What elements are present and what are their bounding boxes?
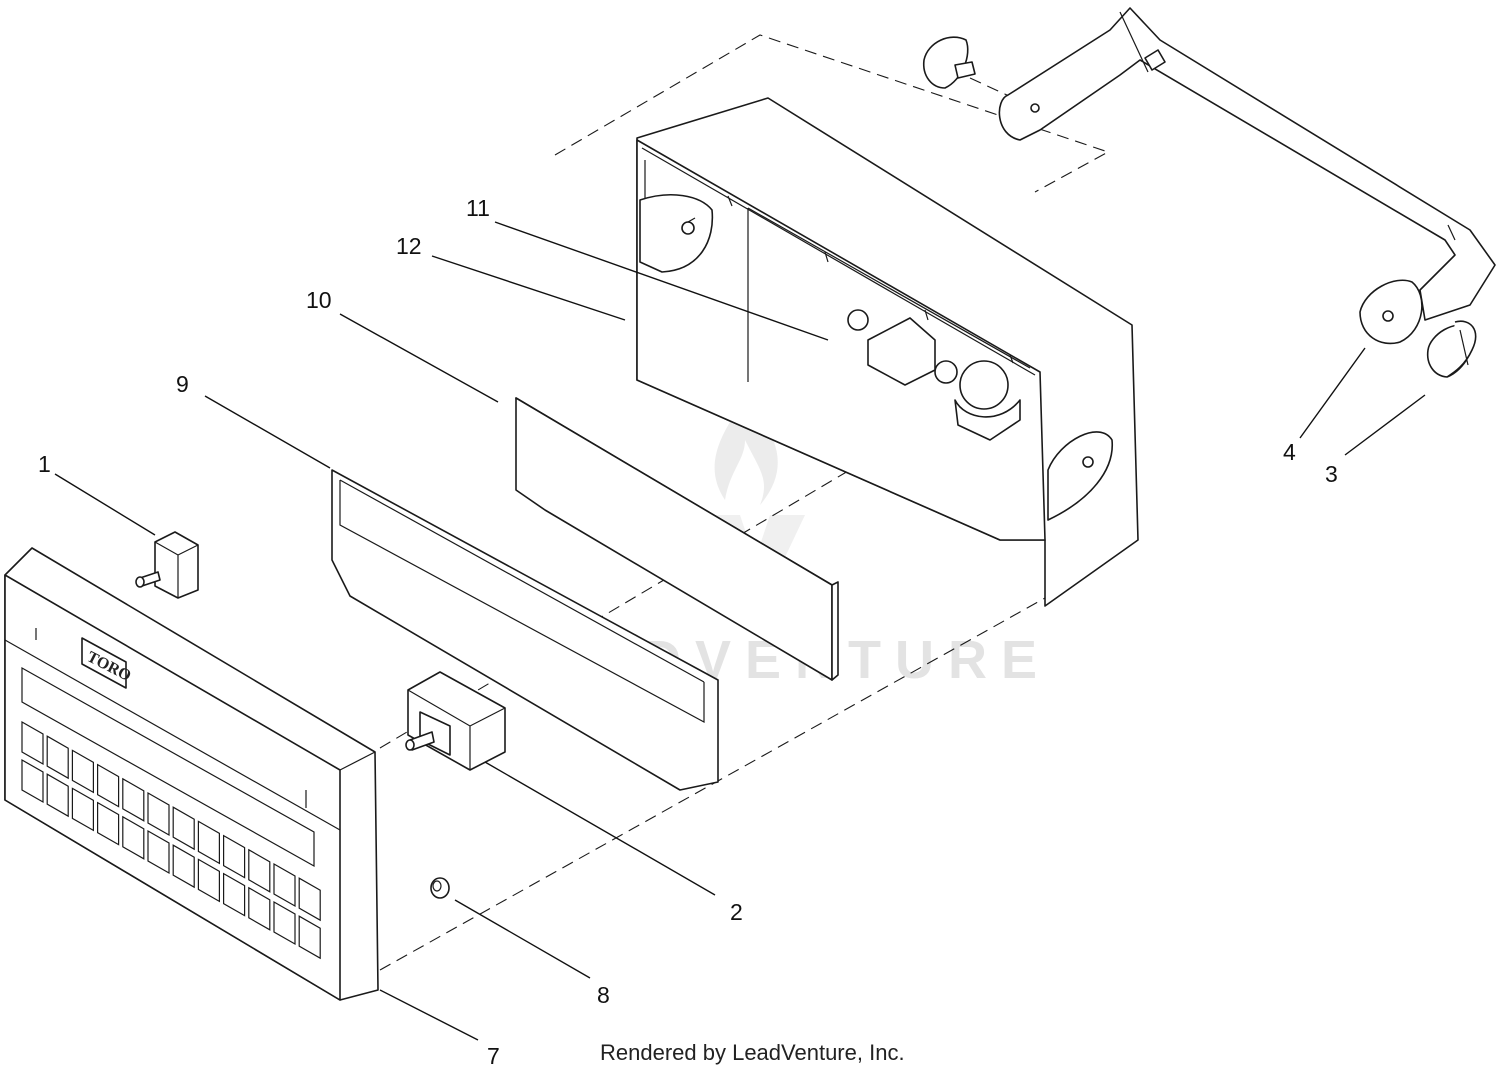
grille-cell bbox=[46, 735, 69, 780]
switch-2 bbox=[405, 671, 506, 771]
callout-2: 2 bbox=[730, 899, 743, 925]
grille-cell bbox=[97, 763, 120, 808]
grille-cell bbox=[21, 720, 44, 766]
grille-cell bbox=[248, 886, 271, 931]
switch-1 bbox=[135, 531, 199, 599]
grille-cell bbox=[223, 834, 246, 879]
grille-cell bbox=[223, 872, 246, 917]
grille-cell bbox=[197, 820, 220, 865]
grille-cell bbox=[147, 791, 170, 837]
grille-cell bbox=[273, 862, 296, 908]
grille-cell bbox=[298, 915, 321, 960]
grille-cell bbox=[147, 829, 170, 875]
grille-cell bbox=[172, 806, 195, 851]
callout-12: 12 bbox=[396, 233, 422, 259]
grommet-8 bbox=[430, 877, 450, 899]
callout-3: 3 bbox=[1325, 461, 1338, 487]
lens-panel bbox=[331, 469, 719, 791]
grille-cell bbox=[273, 900, 296, 946]
knob-top bbox=[922, 36, 976, 89]
callout-7: 7 bbox=[487, 1043, 500, 1069]
callout-9: 9 bbox=[176, 371, 189, 397]
footer-credit: Rendered by LeadVenture, Inc. bbox=[600, 1040, 905, 1065]
callouts: 1 2 3 4 7 8 9 10 11 12 bbox=[38, 195, 1338, 1069]
grille-cell bbox=[197, 858, 220, 903]
gasket-plate bbox=[515, 397, 839, 681]
grille-cell bbox=[172, 844, 195, 889]
grille-cell bbox=[122, 777, 145, 822]
grille-cell bbox=[97, 801, 120, 846]
grille-cell bbox=[71, 787, 94, 832]
grille-cell bbox=[21, 758, 44, 804]
grille-cell bbox=[298, 877, 321, 922]
callout-10: 10 bbox=[306, 287, 332, 313]
bezel-grille bbox=[21, 720, 321, 960]
callout-11: 11 bbox=[466, 195, 490, 221]
knob-3 bbox=[1426, 320, 1477, 378]
grille-cell bbox=[122, 815, 145, 860]
grille-cell bbox=[71, 749, 94, 794]
callout-8: 8 bbox=[597, 982, 610, 1008]
u-bracket bbox=[998, 7, 1496, 345]
grille-cell bbox=[248, 848, 271, 893]
leader-lines bbox=[54, 221, 1426, 1041]
callout-4: 4 bbox=[1283, 439, 1296, 465]
callout-1: 1 bbox=[38, 451, 51, 477]
housing-box bbox=[636, 97, 1139, 607]
grille-cell bbox=[46, 773, 69, 818]
front-bezel: TORO bbox=[4, 547, 379, 1001]
